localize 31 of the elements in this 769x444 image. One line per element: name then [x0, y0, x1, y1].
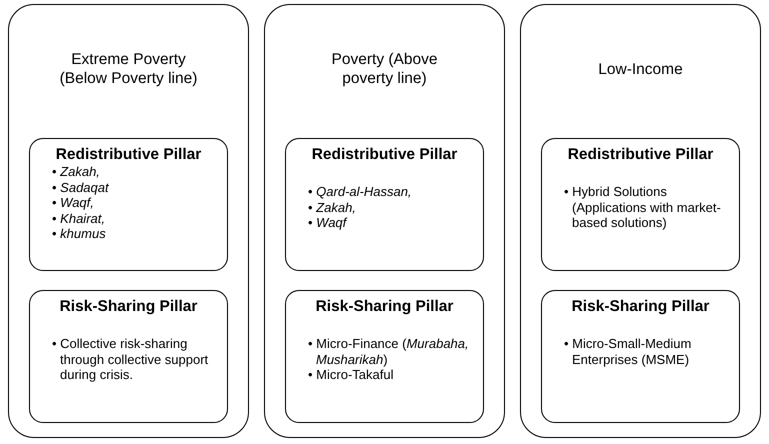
pillar-heading: Risk-Sharing Pillar: [570, 297, 710, 316]
column-title: Poverty (Above poverty line): [330, 50, 438, 88]
pillar-heading: Risk-Sharing Pillar: [58, 297, 198, 316]
column-title: Low-Income: [598, 60, 683, 78]
pillar-box: [285, 138, 484, 271]
list-item: • Waqf,: [52, 195, 95, 210]
list-item: • khumus: [52, 226, 107, 242]
pillar-box: [541, 138, 740, 271]
list-item: • Zakah,: [52, 164, 101, 180]
category-column: [264, 4, 505, 438]
list-item: • Hybrid Solutions (Applications with market-based solutions): [564, 184, 722, 230]
pillar-box: [541, 290, 740, 423]
list-item: • Micro-Finance (Murabaha, Musharikah): [308, 336, 470, 367]
column-title: Extreme Poverty (Below Poverty line): [58, 50, 198, 88]
pillar-heading: Redistributive Pillar: [54, 145, 202, 164]
list-item: • Micro-Takaful: [308, 367, 394, 382]
list-item: • Waqf: [308, 215, 348, 230]
pillar-box: [29, 290, 228, 423]
pillar-box: [29, 138, 228, 271]
list-item: • Qard-al-Hassan,: [308, 184, 413, 200]
list-item: • Khairat,: [52, 210, 106, 226]
pillar-heading: Risk-Sharing Pillar: [314, 297, 454, 316]
category-column: [8, 4, 249, 438]
pillar-heading: Redistributive Pillar: [310, 145, 458, 164]
category-column: [520, 4, 761, 438]
list-item: • Collective risk-sharing through collective support during crisis.: [52, 336, 210, 382]
list-item: • Sadaqat: [52, 180, 110, 195]
pillar-heading: Redistributive Pillar: [566, 145, 714, 164]
list-item: • Micro-Small-Medium Enterprises (MSME): [564, 336, 692, 367]
pillar-box: [285, 290, 484, 423]
list-item: • Zakah,: [308, 200, 357, 215]
